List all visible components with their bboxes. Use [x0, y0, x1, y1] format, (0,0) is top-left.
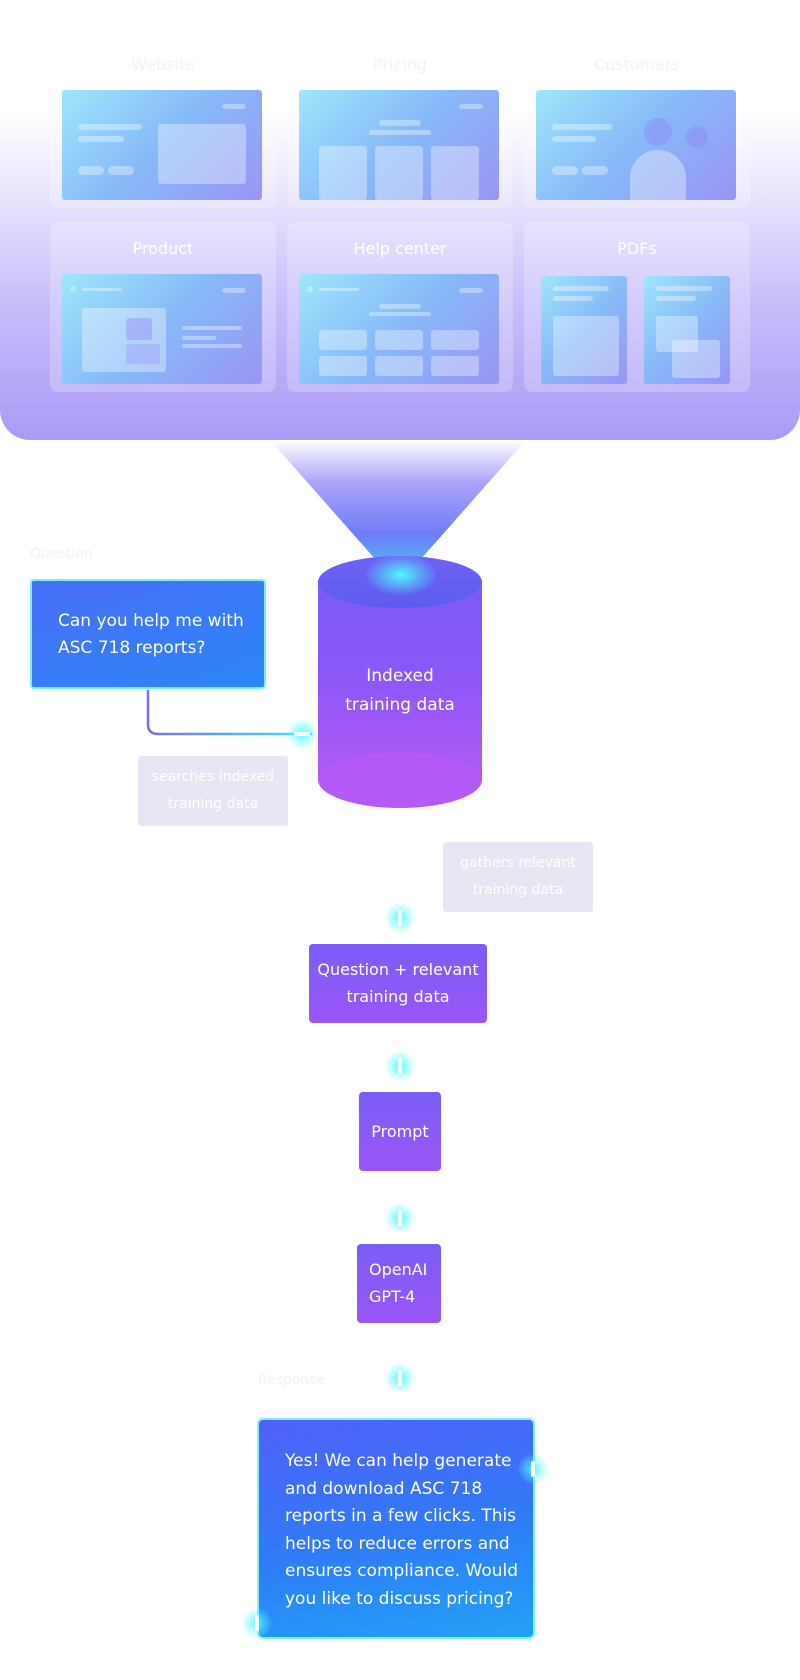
- question-box: Can you help me with ASC 718 reports?: [30, 579, 266, 689]
- source-card-pdfs: PDFs: [524, 222, 750, 392]
- question-connector: [146, 690, 312, 736]
- model-line1: OpenAI: [369, 1260, 428, 1279]
- database-label-line2: training data: [345, 695, 455, 715]
- question-line1: Can you help me with: [58, 611, 244, 631]
- model-box: OpenAI GPT-4: [357, 1244, 441, 1323]
- response-line: reports in a few clicks. This: [285, 1506, 517, 1526]
- question-caption: Question: [30, 546, 93, 562]
- pricing-thumbnail: [299, 90, 499, 200]
- gather-note-line2: training data: [472, 882, 564, 898]
- database-label: Indexed training data: [318, 662, 482, 720]
- help-center-thumbnail: [299, 274, 499, 384]
- model-connector-node: [385, 1363, 415, 1393]
- source-label: Help center: [353, 239, 447, 258]
- response-line: ensures compliance. Would: [285, 1561, 519, 1581]
- question-connector-node: [287, 719, 317, 749]
- response-caption: Response: [258, 1372, 326, 1388]
- db-connector: [398, 815, 402, 905]
- db-connector-node: [385, 903, 415, 933]
- database-cylinder-base: [318, 752, 482, 808]
- prompt-label: Prompt: [371, 1122, 429, 1141]
- source-label: Pricing: [373, 55, 427, 74]
- response-edge-glow-right: [518, 1454, 548, 1484]
- search-note: searches indexed training data: [138, 756, 288, 826]
- context-line1: Question + relevant: [317, 960, 479, 979]
- source-card-customers: Customers: [524, 38, 750, 208]
- search-note-line1: searches indexed: [151, 769, 275, 785]
- pdf-thumbnail-1: [541, 276, 627, 384]
- customers-thumbnail: [536, 90, 736, 200]
- source-card-pricing: Pricing: [287, 38, 513, 208]
- database-cylinder: [318, 580, 482, 780]
- context-connector-node: [385, 1051, 415, 1081]
- question-line2: ASC 718 reports?: [58, 638, 206, 658]
- source-card-help-center: Help center: [287, 222, 513, 392]
- model-line2: GPT-4: [369, 1287, 416, 1306]
- context-line2: training data: [346, 987, 450, 1006]
- website-thumbnail: [62, 90, 262, 200]
- source-label: Customers: [593, 55, 681, 74]
- response-box: Yes! We can help generate and download A…: [257, 1418, 535, 1639]
- source-card-product: Product: [50, 222, 276, 392]
- gather-note-line1: gathers relevant: [460, 855, 576, 871]
- source-label: Website: [131, 55, 195, 74]
- source-label: Product: [132, 239, 194, 258]
- product-thumbnail: [62, 274, 262, 384]
- pdf-thumbnail-2: [644, 276, 730, 384]
- response-line: Yes! We can help generate: [285, 1451, 512, 1471]
- database-label-line1: Indexed: [366, 666, 434, 686]
- search-note-line2: training data: [167, 796, 259, 812]
- source-card-website: Website: [50, 38, 276, 208]
- funnel-glow: [366, 555, 436, 595]
- response-edge-glow-left: [242, 1608, 272, 1638]
- source-label: PDFs: [617, 239, 657, 258]
- gather-note: gathers relevant training data: [443, 842, 593, 912]
- response-line: you like to discuss pricing?: [285, 1588, 514, 1609]
- prompt-connector-node: [385, 1203, 415, 1233]
- response-line: and download ASC 718: [285, 1478, 483, 1499]
- prompt-box: Prompt: [359, 1092, 441, 1171]
- response-line: helps to reduce errors and: [285, 1533, 510, 1554]
- context-box: Question + relevant training data: [309, 944, 487, 1023]
